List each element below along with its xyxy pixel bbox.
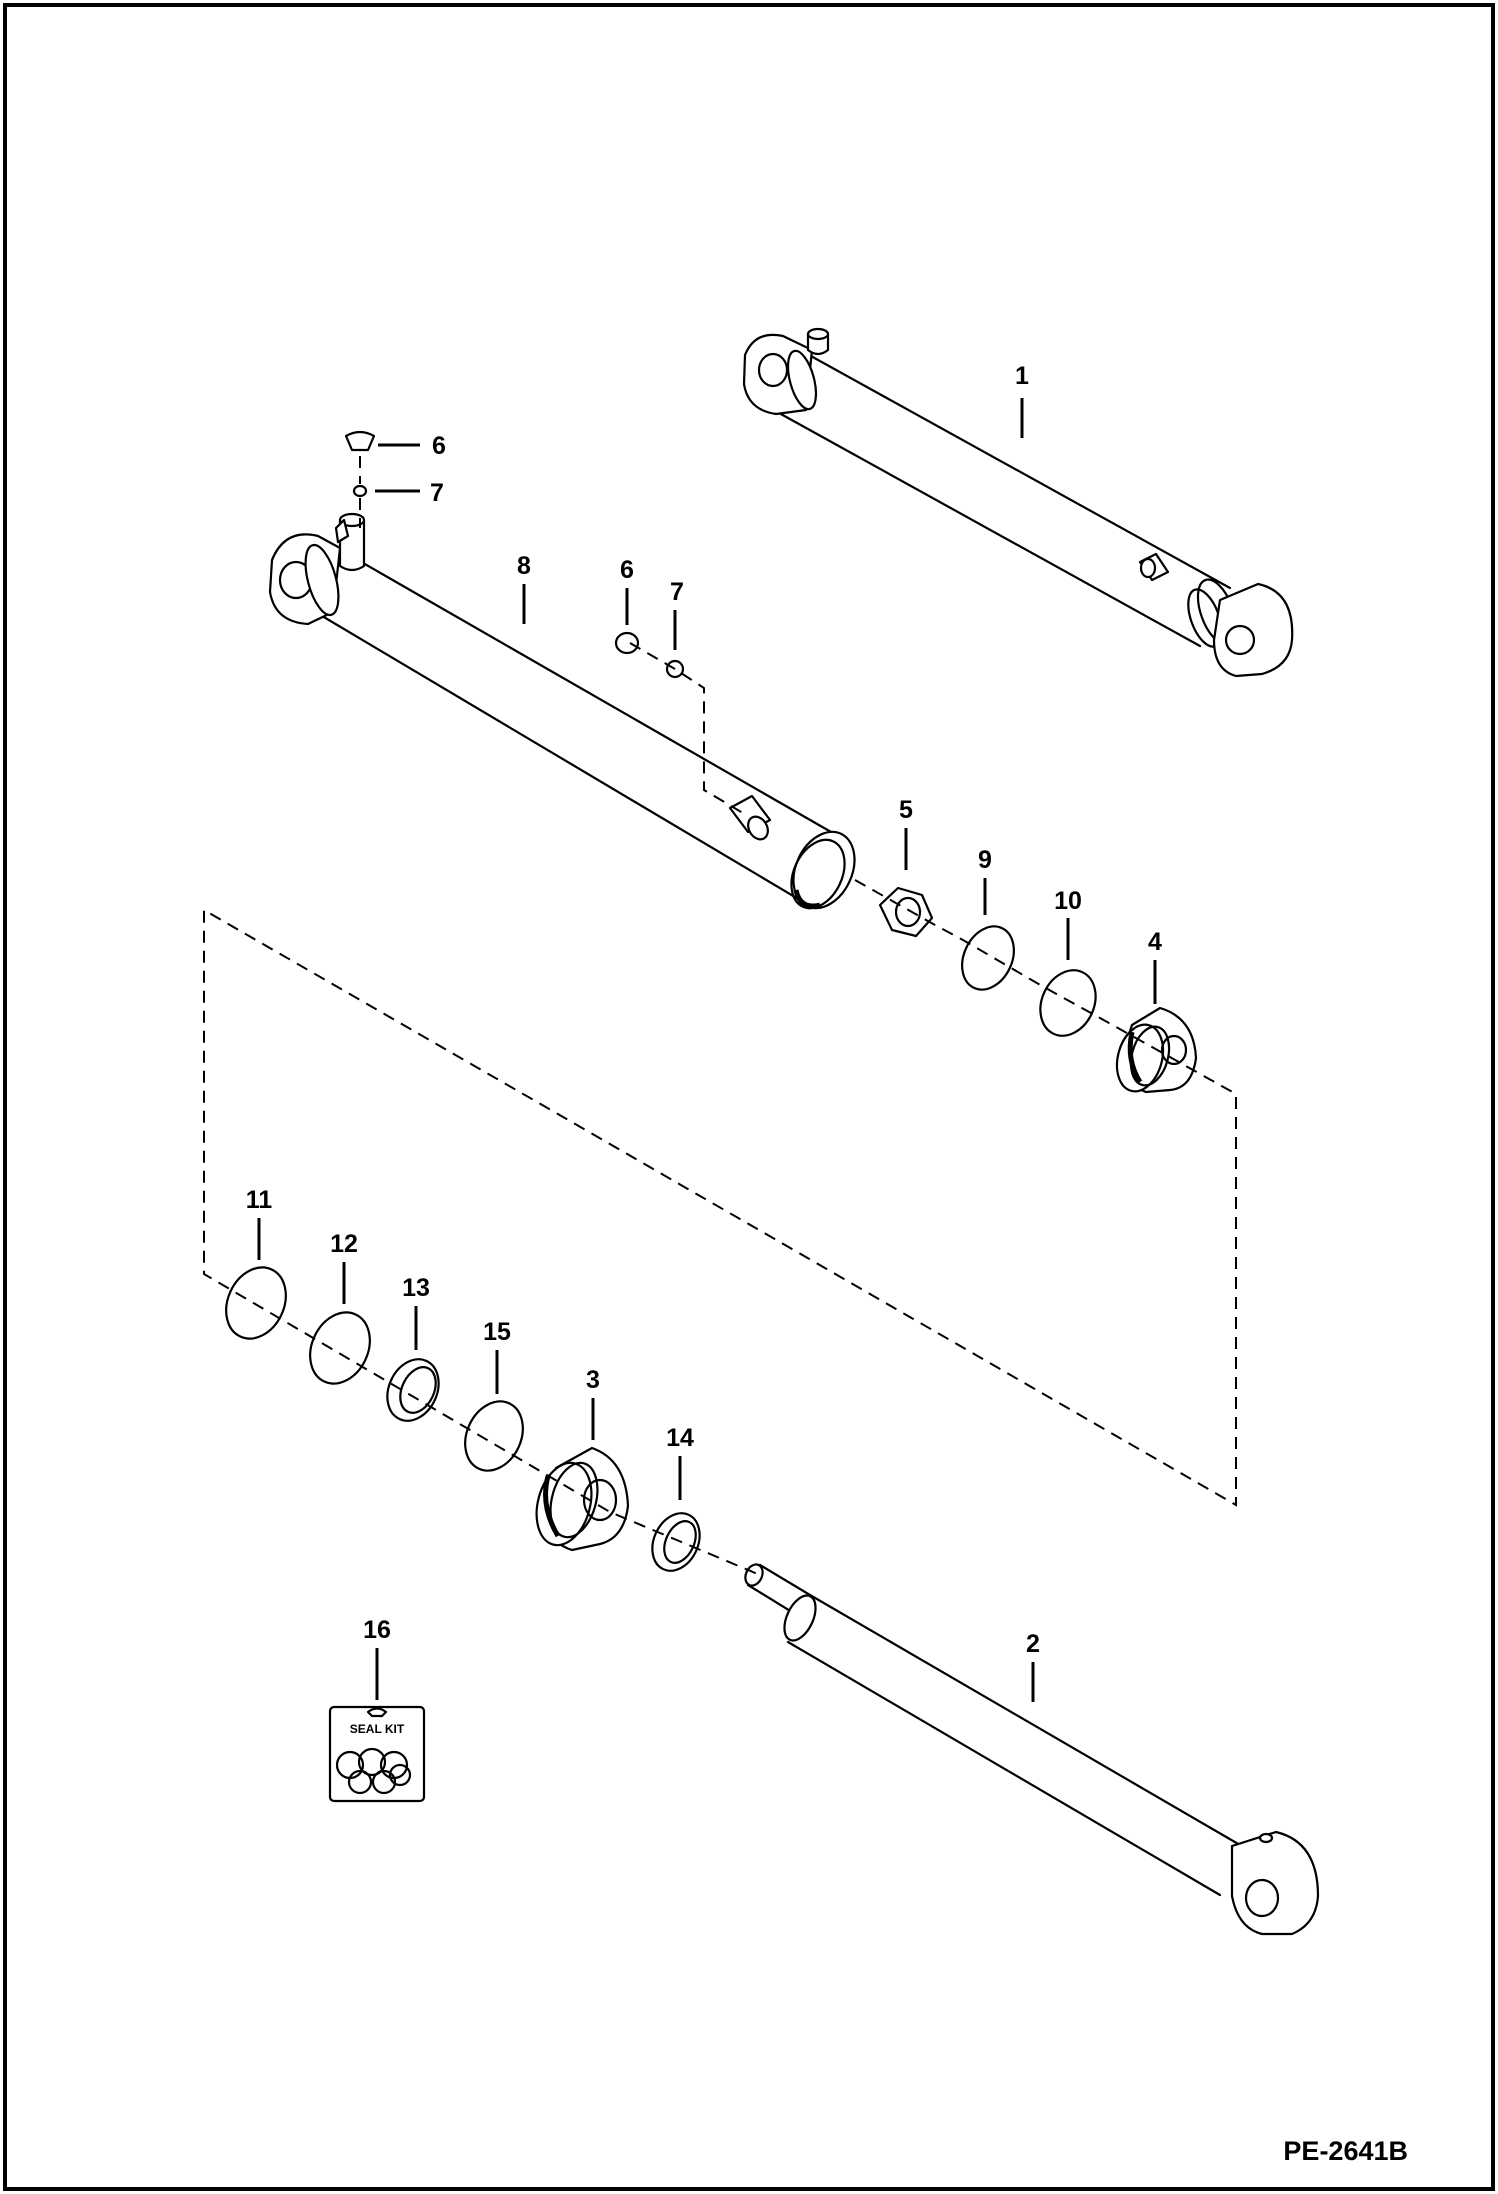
part-3-head (535, 1446, 630, 1552)
part-9-o-ring (961, 925, 1015, 991)
callout-16: 16 (363, 1616, 391, 1644)
part-11-o-ring (225, 1266, 287, 1340)
part-7-o-ring-upper (352, 484, 368, 498)
callout-3: 3 (586, 1366, 600, 1394)
page-border (3, 3, 1495, 2191)
callout-7b: 7 (670, 578, 684, 606)
part-4-piston (1115, 1006, 1198, 1094)
part-6-plug-upper (344, 430, 376, 452)
reference-code: PE-2641B (1283, 2136, 1408, 2166)
callout-5: 5 (899, 796, 913, 824)
callout-6b: 6 (620, 556, 634, 584)
assembly-path-port (629, 642, 749, 817)
assembly-path-main (203, 879, 1237, 1576)
callout-15: 15 (483, 1318, 511, 1346)
callout-14: 14 (666, 1424, 694, 1452)
part-13-wiper-seal (386, 1358, 440, 1422)
callout-12: 12 (330, 1230, 358, 1258)
part-8-barrel (268, 512, 856, 910)
part-10-backup-ring (1039, 969, 1097, 1037)
seal-kit-label: SEAL KIT (350, 1722, 405, 1736)
part-2-rod (744, 1563, 1320, 1936)
part-16-seal-kit: SEAL KIT (328, 1705, 426, 1803)
part-5-nut (878, 886, 934, 938)
callout-8: 8 (517, 552, 531, 580)
part-6-plug-lower (614, 631, 640, 655)
callout-13: 13 (402, 1274, 430, 1302)
callout-4: 4 (1148, 928, 1162, 956)
callout-9: 9 (978, 846, 992, 874)
callout-11: 11 (246, 1186, 273, 1214)
part-12-backup-ring (309, 1311, 371, 1385)
callout-7a: 7 (430, 479, 444, 507)
part-1-cylinder-assembly (742, 327, 1294, 678)
callout-2: 2 (1026, 1630, 1040, 1658)
callout-10: 10 (1054, 887, 1082, 915)
part-15-o-ring (464, 1400, 524, 1472)
callout-1: 1 (1015, 362, 1029, 390)
callout-6a: 6 (432, 432, 446, 460)
part-14-rod-seal (651, 1512, 701, 1572)
